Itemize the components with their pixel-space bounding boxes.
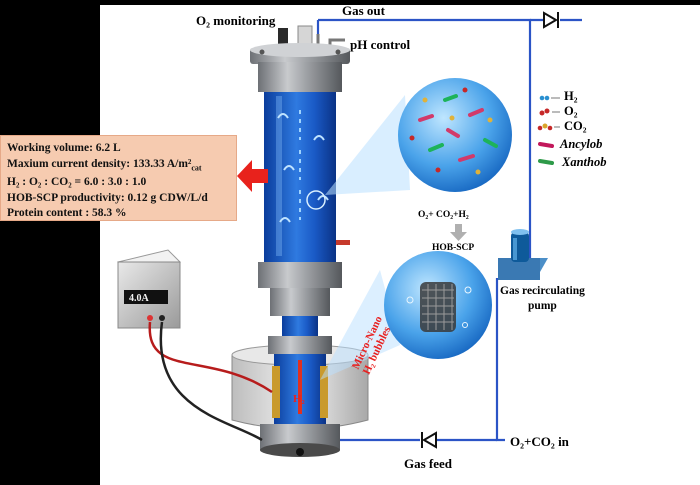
hob-scp-label: HOB-SCP: [432, 243, 475, 253]
h2-molecule-icon: [539, 95, 550, 101]
current-display: [124, 290, 168, 304]
electrode-h2-label: H₂: [293, 393, 306, 405]
output-arrow-icon: [237, 160, 268, 192]
reactor-middle-joint: [258, 262, 342, 336]
co2-molecule-icon: [537, 123, 553, 131]
productivity-text: HOB-SCP productivity: 0.12 g CDW/L/d: [7, 191, 208, 204]
power-cables: [148, 321, 273, 442]
gas-piping: [316, 18, 582, 442]
gas-ratio-text: H₂ : O₂ : CO₂ = 6.0 : 3.0 : 1.0: [7, 176, 147, 189]
o2-co2-in-label: O₂+CO₂ in: [510, 434, 569, 449]
legend-ancylobacter-label: Ancylob: [560, 137, 603, 151]
gas-feed-label: Gas feed: [404, 456, 453, 471]
electrode-magnification-bubble: [320, 251, 492, 380]
ph-control-label: pH control: [350, 37, 411, 52]
max-current-density-subscript: cat: [191, 162, 202, 172]
legend-co2-label: CO₂: [564, 119, 587, 133]
o2-sensor-probe: [278, 28, 288, 48]
product-down-arrow-icon: [450, 224, 467, 241]
pump-label-line-1: Gas recirculating: [500, 285, 585, 297]
electrode-chamber: [260, 336, 340, 457]
pump-label-line-2: pump: [528, 300, 557, 312]
protein-content-text: Protein content : 58.3 %: [7, 207, 127, 220]
o2-monitoring-label: O₂ monitoring: [196, 13, 276, 28]
gas-out-label: Gas out: [342, 3, 385, 18]
legend-xanthobacter-label: Xanthob: [562, 155, 607, 169]
reactor-column: [264, 92, 336, 262]
legend-icons: [537, 95, 560, 165]
xanthobacter-cell-icon: [538, 159, 554, 165]
gas-recirculating-pump-label: Gas recirculating pump: [500, 284, 585, 314]
sampling-port: [336, 240, 350, 245]
current-display-text: 4.0A: [129, 293, 150, 304]
diagram-background: [100, 5, 700, 485]
legend-o2-label: O₂: [564, 104, 578, 118]
check-valve-top-icon: [543, 11, 559, 29]
reactor-performance-box: Working volume: 6.2 L Maxium current den…: [0, 135, 237, 221]
working-volume-text: Working volume: 6.2 L: [7, 142, 121, 154]
max-current-density-text: Maxium current density: 133.33 A/m²: [7, 157, 192, 170]
gas-mix-label: O₂+ CO₂+H₂: [418, 210, 469, 220]
o2-molecule-icon: [539, 108, 550, 116]
reactor-top-cap: [250, 43, 350, 92]
max-current-density-row: Maxium current density: 133.33 A/m²cat: [7, 157, 230, 176]
gas-recirculating-pump: [498, 229, 548, 280]
legend-h2-label: H₂: [564, 89, 578, 103]
power-supply: [117, 249, 181, 329]
check-valve-bottom-icon: [421, 431, 437, 449]
bacteria-magnification-bubble: [325, 78, 512, 195]
ancylobacter-cell-icon: [538, 142, 554, 148]
